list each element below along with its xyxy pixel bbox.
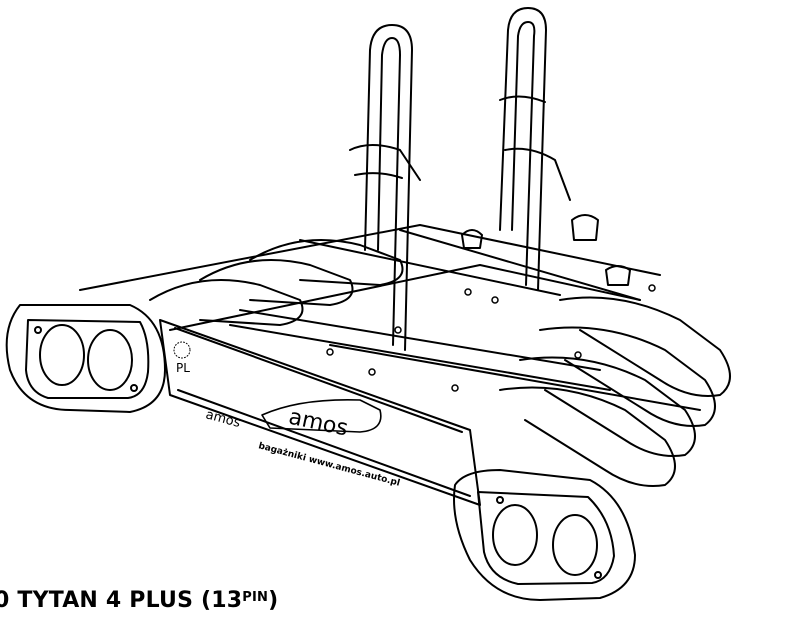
caption-prefix: 0 TYTAN 4 PLUS (13 bbox=[0, 588, 243, 613]
caption-superscript: PIN bbox=[242, 590, 269, 605]
knobs bbox=[461, 214, 631, 286]
upright-arms bbox=[349, 7, 571, 351]
country-code: PL bbox=[176, 361, 190, 375]
left-light-unit bbox=[5, 304, 166, 413]
side-text: bagażniki www.amos.auto.pl bbox=[257, 441, 401, 488]
plate-markings: amos bagażniki www.amos.auto.pl amos PL bbox=[173, 341, 401, 489]
frame-rails bbox=[79, 224, 701, 411]
right-light-unit bbox=[453, 469, 636, 601]
product-caption: 0 TYTAN 4 PLUS (13PIN) bbox=[0, 588, 278, 613]
bolts bbox=[326, 284, 656, 392]
wheel-trays bbox=[149, 239, 731, 487]
brand-logo: amos bbox=[286, 405, 350, 442]
caption-suffix: ) bbox=[268, 588, 279, 613]
